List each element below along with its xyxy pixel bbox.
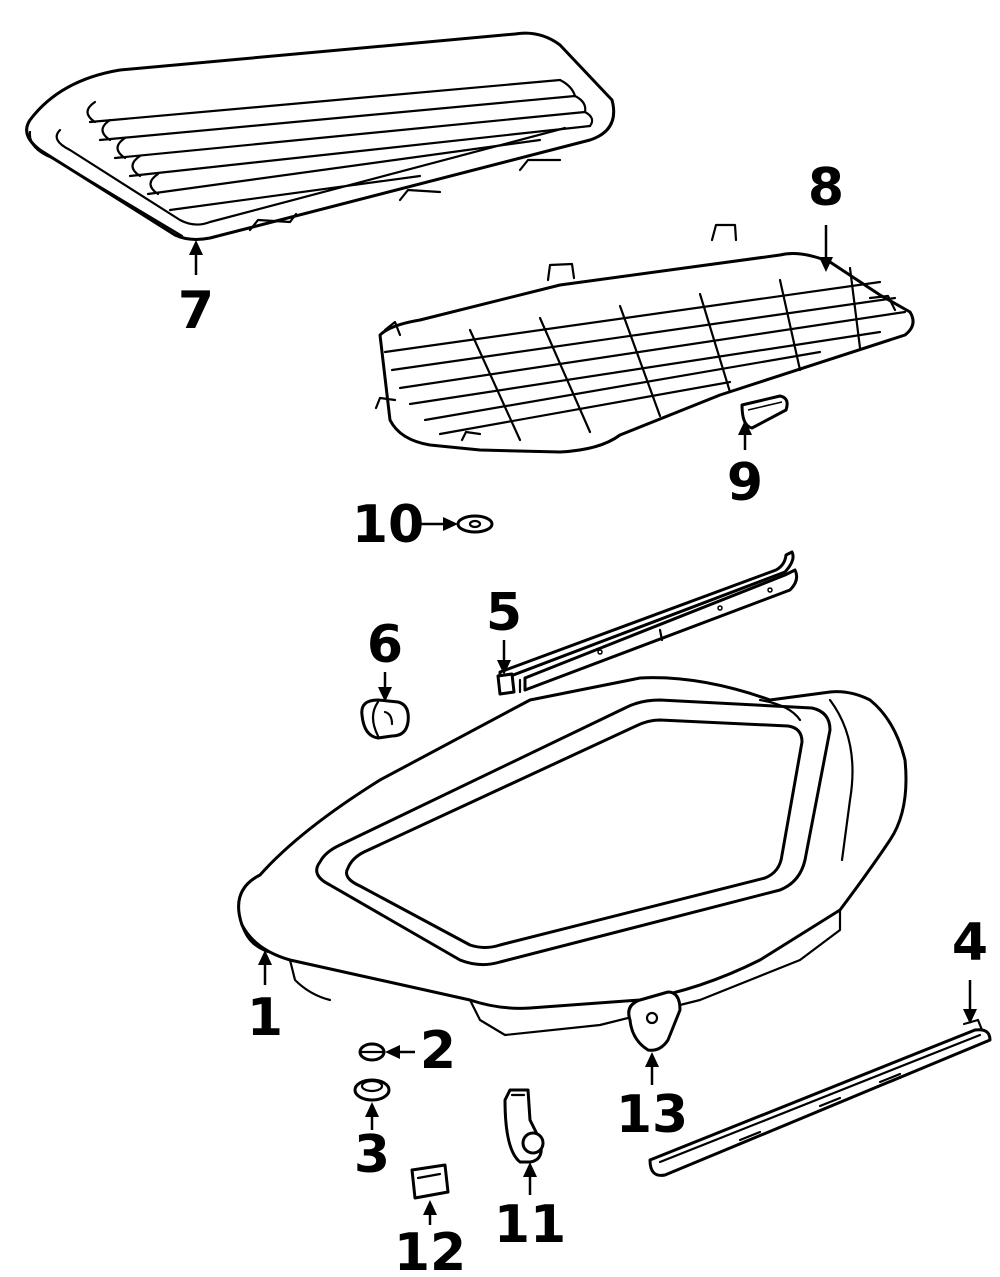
part-2-grommet	[358, 1042, 386, 1062]
part-11-latch	[503, 1088, 545, 1164]
callout-7: 7	[178, 281, 214, 341]
part-13-bracket	[627, 990, 682, 1052]
callout-4: 4	[952, 913, 988, 973]
part-12-plate	[410, 1163, 450, 1200]
part-5-rail	[496, 550, 799, 696]
callout-2: 2	[420, 1021, 456, 1081]
callout-9: 9	[727, 453, 763, 513]
leader-lines	[189, 225, 977, 1225]
part-8-frame	[374, 223, 915, 454]
callout-12: 12	[394, 1223, 466, 1277]
part-9-bumper	[740, 394, 789, 430]
part-10-washer	[456, 514, 494, 534]
callout-8: 8	[808, 158, 844, 218]
callout-10: 10	[352, 495, 424, 555]
part-1-door	[237, 676, 908, 1037]
callout-6: 6	[367, 615, 403, 675]
part-7-panel	[25, 31, 616, 241]
callout-3: 3	[354, 1125, 390, 1185]
callout-1: 1	[247, 988, 283, 1048]
callout-5: 5	[486, 583, 522, 643]
part-3-cap	[353, 1078, 391, 1102]
callout-13: 13	[616, 1085, 688, 1145]
callout-labels: 7 8 9 10 5 6 1 4 2 3 13 11 12	[178, 158, 988, 1277]
callout-11: 11	[494, 1195, 566, 1255]
part-6-clip	[360, 698, 410, 740]
part-4-strip	[648, 1018, 992, 1177]
